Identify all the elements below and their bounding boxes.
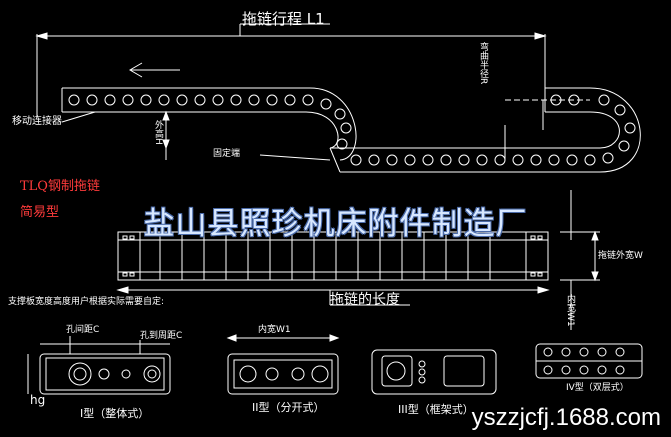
- type2-label: II型（分开式）: [252, 401, 325, 414]
- type1-label: I型（整体式）: [80, 407, 150, 420]
- chain-length-label: 拖链的长度: [330, 292, 400, 308]
- bend-radius-label: 弯曲半径R: [478, 42, 488, 85]
- inner-width-label: 内宽W1: [258, 325, 291, 335]
- watermark: yszzjcfj.1688.com: [471, 404, 661, 431]
- type4-label: IV型（双层式）: [566, 383, 629, 393]
- simple-type-label: 简易型: [20, 205, 60, 220]
- fixed-end-label: 固定端: [213, 149, 241, 159]
- outer-height-label: 外高H: [153, 120, 163, 145]
- outer-width-label: 拖链外宽W: [598, 251, 643, 261]
- tlq-title: TLQ钢制拖链: [20, 179, 100, 194]
- brand-banner: 盐山县照珍机床附件制造厂: [143, 206, 528, 242]
- hg-label: hg: [30, 393, 46, 407]
- moving-connector-label: 移动连接器: [12, 116, 62, 127]
- hole-to-edge-label: 孔到周距C: [140, 331, 183, 341]
- inner-width-side-label: 内宽W1: [565, 294, 575, 327]
- travel-label: 拖链行程 L1: [242, 10, 325, 28]
- type3-label: III型（框架式）: [398, 403, 474, 416]
- support-note: 支撑板宽度高度用户根据实际需要自定:: [8, 297, 165, 307]
- hole-spacing-label: 孔间距C: [66, 325, 100, 335]
